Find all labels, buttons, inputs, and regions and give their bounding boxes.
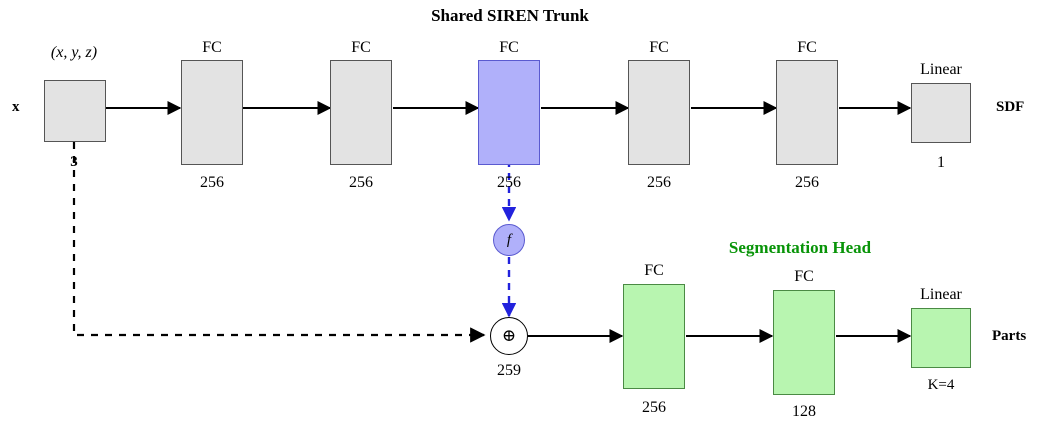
parts-linear-block [911,308,971,368]
seg-fc-1-dim: 256 [642,399,666,416]
trunk-fc-1-type: FC [202,39,222,56]
seg-fc-2-block [773,290,835,395]
trunk-fc-3-type: FC [499,39,519,56]
trunk-fc-5-block [776,60,838,165]
concat-symbol: ⊕ [501,326,517,345]
trunk-fc-1-dim: 256 [200,174,224,191]
concat-node: ⊕ [490,317,528,355]
input-block [44,80,106,142]
parts-linear-dim: K=4 [927,377,955,393]
trunk-fc-2-dim: 256 [349,174,373,191]
sdf-linear-block [911,83,971,143]
trunk-fc-2-type: FC [351,39,371,56]
parts-linear-type: Linear [920,286,962,303]
input-dim-label: 3 [70,154,78,170]
trunk-title: Shared SIREN Trunk [431,6,589,25]
input-coords-label: (x, y, z) [50,44,98,61]
seg-fc-2-dim: 128 [792,403,816,420]
sdf-linear-dim: 1 [937,154,945,171]
trunk-fc-1-block [181,60,243,165]
trunk-fc-2-block [330,60,392,165]
feature-node-label: f [506,231,512,248]
trunk-fc-5-type: FC [797,39,817,56]
trunk-fc-3-dim: 256 [497,174,521,191]
feature-node-f: f [493,224,525,256]
seg-fc-2-type: FC [794,268,814,285]
input-vector-label: x [12,99,20,115]
segmentation-head-title: Segmentation Head [728,238,872,257]
concat-dim: 259 [497,362,521,379]
sdf-output-label: SDF [996,99,1025,115]
sdf-linear-type: Linear [920,61,962,78]
trunk-fc-4-dim: 256 [647,174,671,191]
trunk-fc-3-block-highlighted [478,60,540,165]
seg-fc-1-type: FC [644,262,664,279]
trunk-fc-4-type: FC [649,39,669,56]
trunk-fc-5-dim: 256 [795,174,819,191]
parts-output-label: Parts [992,328,1027,344]
trunk-fc-4-block [628,60,690,165]
seg-fc-1-block [623,284,685,389]
